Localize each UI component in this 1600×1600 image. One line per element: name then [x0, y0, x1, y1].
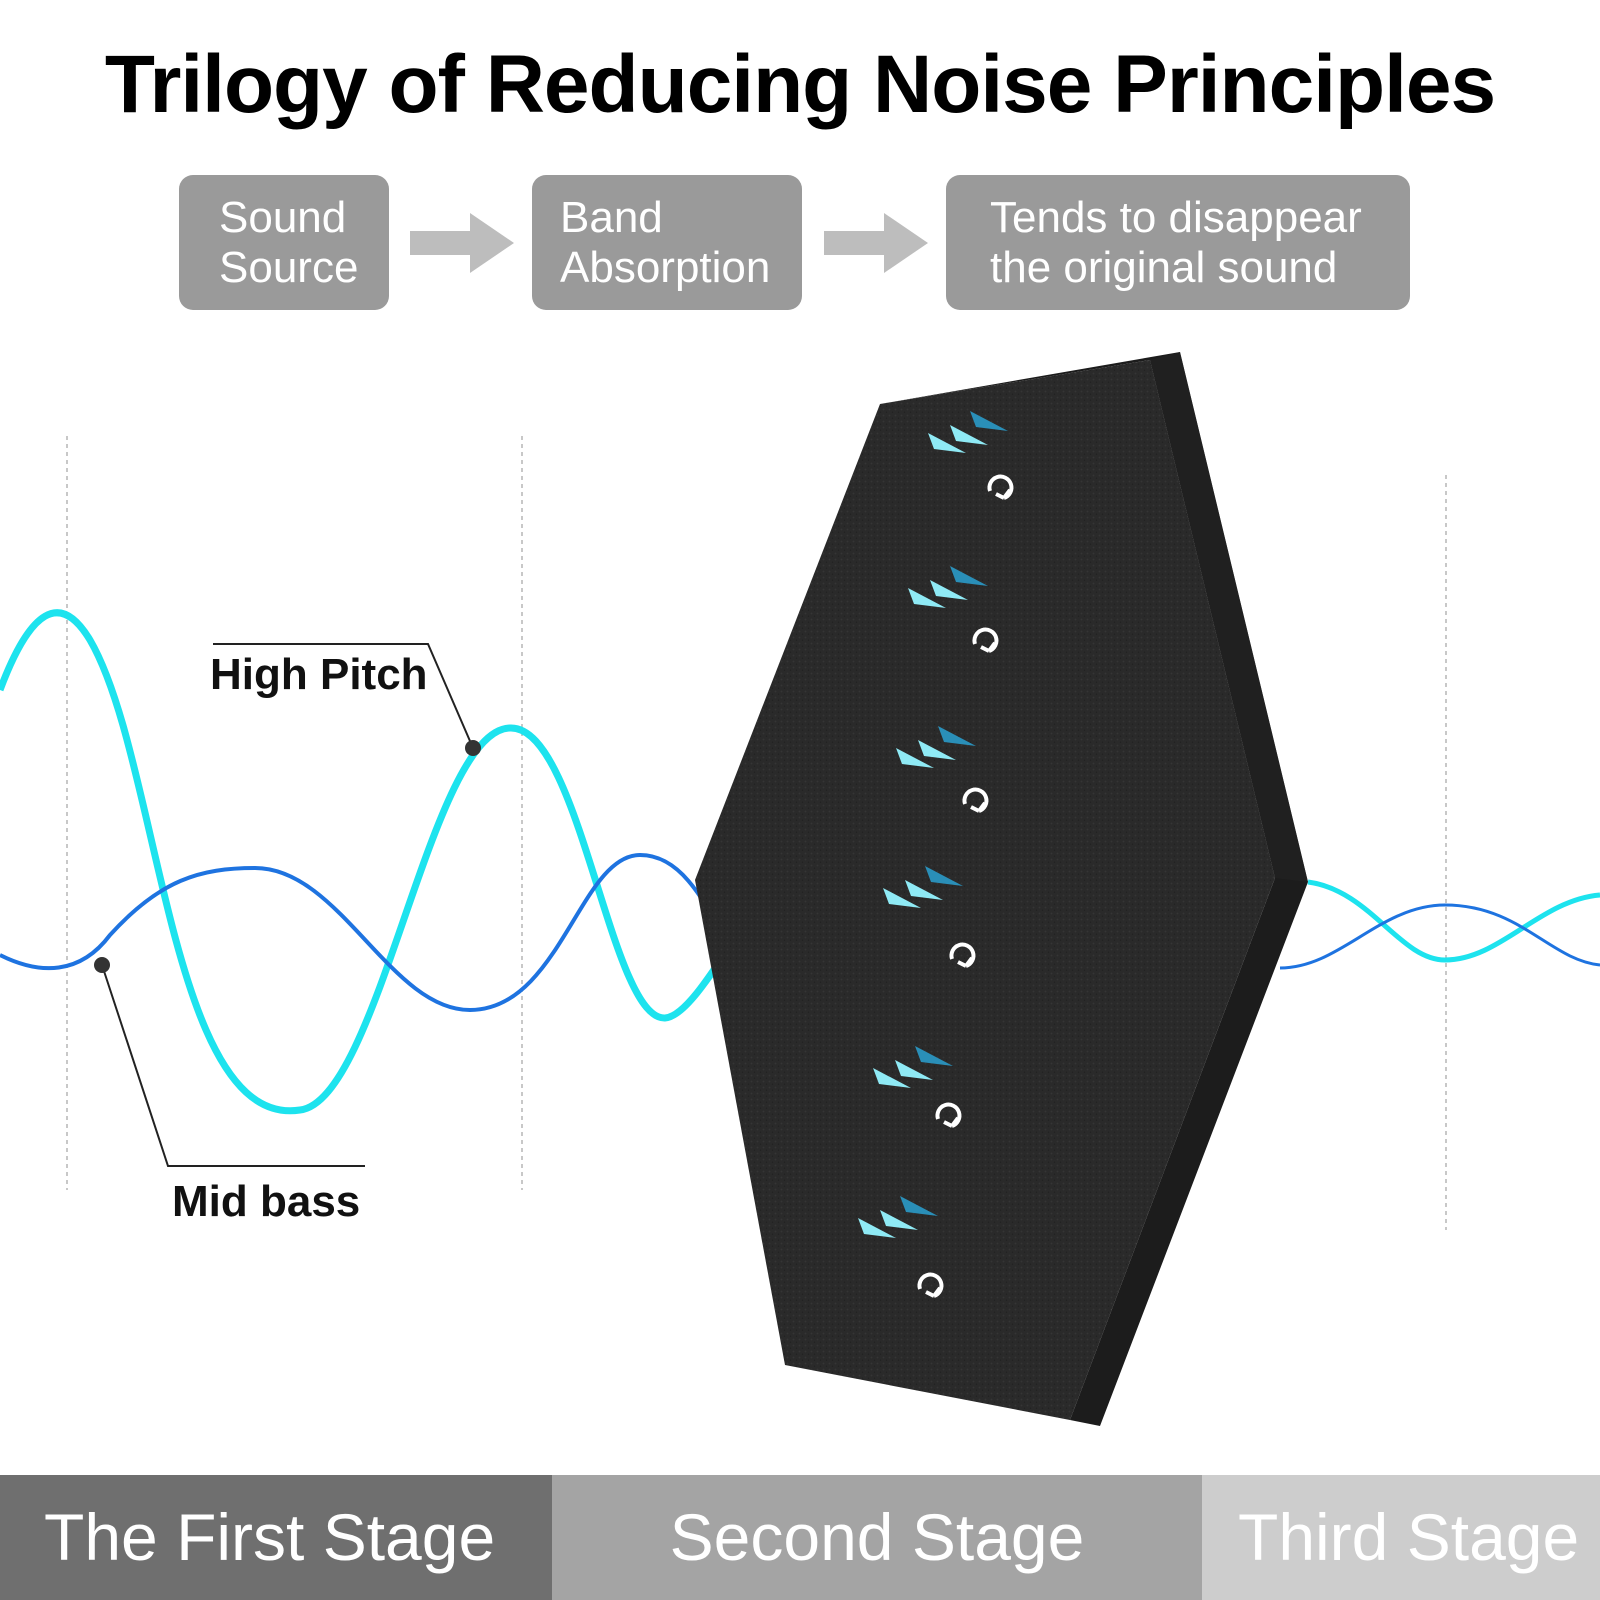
mid-bass-wave-reduced: [1279, 903, 1600, 970]
swirl-icon: [949, 942, 976, 968]
right-arrow-icon: [410, 213, 514, 273]
absorb-arrow-icon: [873, 1068, 911, 1088]
absorb-arrow-icon: [895, 1060, 933, 1080]
noise-reduction-diagram: [0, 352, 1600, 1426]
stage-second: Second Stage: [552, 1475, 1202, 1600]
absorb-arrow-icon: [930, 580, 968, 600]
absorb-arrow-icon: [858, 1218, 896, 1238]
high-pitch-wave-reduced: [1307, 879, 1600, 963]
swirl-icon: [935, 1102, 962, 1128]
absorb-arrow-icon: [950, 566, 988, 586]
step-sound-disappears: Tends to disappear the original sound: [946, 175, 1410, 310]
absorb-arrow-icon: [908, 588, 946, 608]
acoustic-panel: [695, 352, 1308, 1426]
absorb-arrow-icon: [950, 425, 988, 445]
stage-third: Third Stage: [1202, 1475, 1600, 1600]
absorb-arrow-icon: [918, 740, 956, 760]
absorb-arrow-icon: [928, 433, 966, 453]
swirl-icon: [962, 787, 989, 813]
absorb-arrow-icon: [896, 748, 934, 768]
step-sound-disappears-label: Tends to disappear the original sound: [990, 192, 1362, 292]
step-band-absorption-label: Band Absorption: [560, 192, 771, 292]
mid-bass-callout-dot: [94, 957, 110, 973]
step-sound-source-label: Sound Source: [219, 192, 359, 292]
swirl-icon: [987, 474, 1014, 500]
mid-bass-callout-line: [101, 964, 365, 1167]
absorption-marks: [858, 411, 1014, 1298]
high-pitch-callout-dot: [465, 740, 481, 756]
high-pitch-callout-line: [213, 643, 474, 749]
absorb-arrow-icon: [925, 866, 963, 886]
page-title: Trilogy of Reducing Noise Principles: [104, 39, 1496, 130]
swirl-icon: [917, 1272, 944, 1298]
high-pitch-wave: [0, 609, 871, 1115]
mid-bass-label: Mid bass: [172, 1177, 361, 1226]
absorb-arrow-icon: [915, 1046, 953, 1066]
swirl-icon: [972, 627, 999, 653]
absorb-arrow-icon: [970, 411, 1008, 431]
absorb-arrow-icon: [883, 888, 921, 908]
right-arrow-icon: [824, 213, 928, 273]
absorb-arrow-icon: [938, 726, 976, 746]
absorb-arrow-icon: [900, 1196, 938, 1216]
absorb-arrow-icon: [905, 880, 943, 900]
absorb-arrow-icon: [880, 1210, 918, 1230]
step-sound-source: Sound Source: [179, 175, 389, 310]
stage-first: The First Stage: [0, 1475, 552, 1600]
step-band-absorption: Band Absorption: [532, 175, 802, 310]
high-pitch-label: High Pitch: [210, 650, 428, 699]
